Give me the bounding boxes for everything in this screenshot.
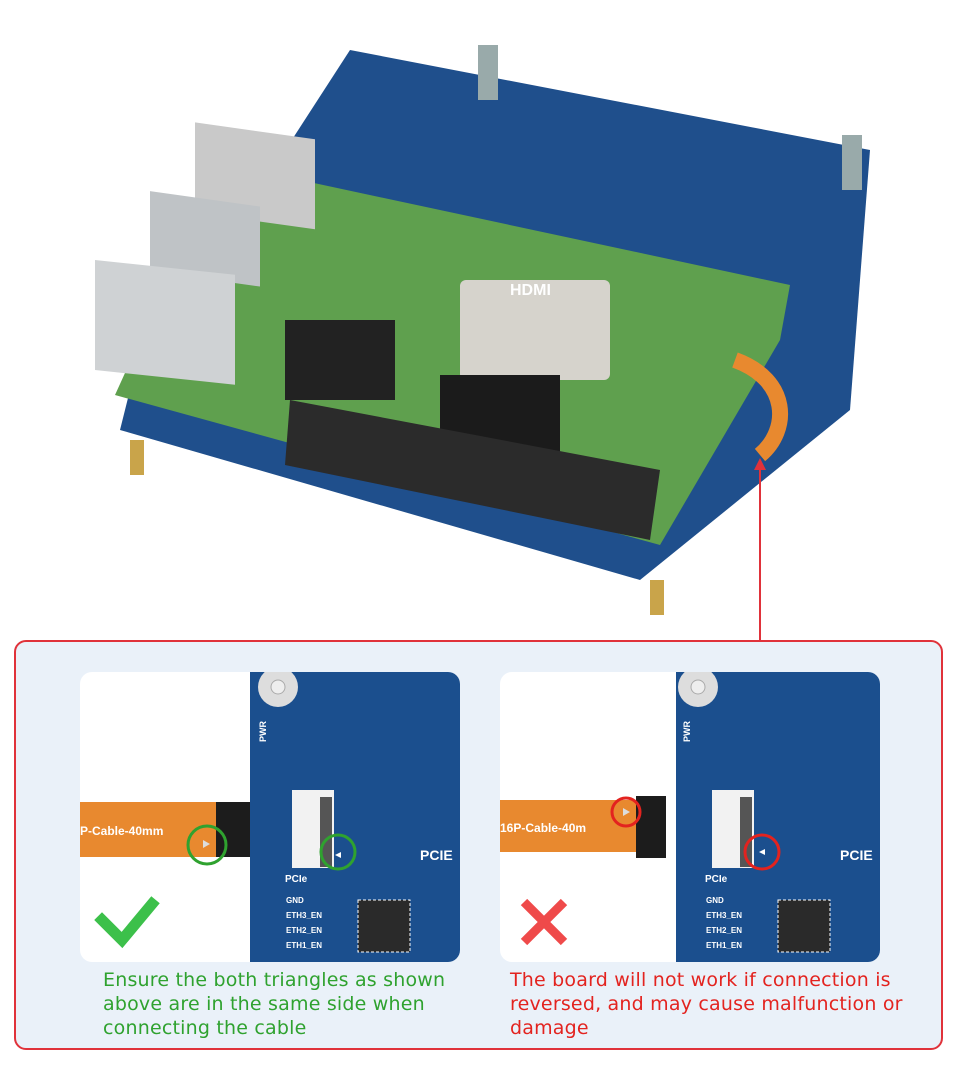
pcie-connector-label: PCIe — [285, 874, 308, 885]
highlight-circle — [610, 796, 642, 828]
cable-label: P-Cable-40mm — [80, 824, 163, 838]
correct-caption: Ensure the both triangles as shown above… — [103, 969, 446, 1039]
svg-text:ETH1_EN: ETH1_EN — [706, 941, 742, 950]
product-photo: HDMI — [95, 45, 870, 615]
ribbon-cable — [500, 800, 640, 852]
svg-text:ETH3_EN: ETH3_EN — [706, 911, 742, 920]
svg-text:GND: GND — [286, 896, 304, 905]
pcie-connector-label: PCIe — [705, 874, 728, 885]
raspberry-pi-board — [115, 180, 790, 545]
svg-text:ETH1_EN: ETH1_EN — [286, 941, 322, 950]
svg-text:ETH2_EN: ETH2_EN — [286, 926, 322, 935]
svg-text:ETH3_EN: ETH3_EN — [286, 911, 322, 920]
correct-connection-image: PWR PCIe PCIE GND ETH3_EN ETH2_EN ETH1_E… — [80, 672, 460, 962]
ribbon-cable — [731, 352, 788, 462]
cable-label: 16P-Cable-40m — [500, 821, 586, 835]
hdmi-label: HDMI — [510, 282, 551, 299]
pcie-label: PCIE — [420, 847, 453, 863]
chip — [285, 320, 395, 400]
svg-text:ETH2_EN: ETH2_EN — [706, 926, 742, 935]
pwr-label: PWR — [258, 721, 268, 742]
usb-port — [95, 259, 235, 385]
incorrect-caption: The board will not work if connection is… — [510, 969, 903, 1039]
standoff — [650, 580, 664, 615]
check-icon — [94, 896, 160, 949]
gpio-header — [285, 400, 660, 540]
triangle-marker — [623, 808, 630, 816]
triangle-marker — [335, 852, 341, 858]
chip — [777, 899, 831, 953]
standoff — [842, 135, 862, 190]
usb-port — [150, 191, 260, 287]
triangle-marker — [203, 840, 210, 848]
incorrect-connection-image: PWR PCIe PCIE GND ETH3_EN ETH2_EN ETH1_E… — [500, 672, 880, 962]
triangle-marker — [759, 849, 765, 855]
pcie-label: PCIE — [840, 847, 873, 863]
pin-labels: GND ETH3_EN ETH2_EN ETH1_EN — [286, 896, 322, 950]
highlight-circle — [319, 833, 357, 871]
standoff — [478, 45, 498, 100]
highlight-circle — [186, 824, 228, 866]
pin-labels: GND ETH3_EN ETH2_EN ETH1_EN — [706, 896, 742, 950]
chip — [357, 899, 411, 953]
cross-icon — [520, 898, 568, 946]
soc-chip — [460, 280, 610, 380]
svg-text:GND: GND — [706, 896, 724, 905]
pwr-label: PWR — [682, 721, 692, 742]
highlight-circle — [743, 833, 781, 871]
standoff — [130, 440, 144, 475]
